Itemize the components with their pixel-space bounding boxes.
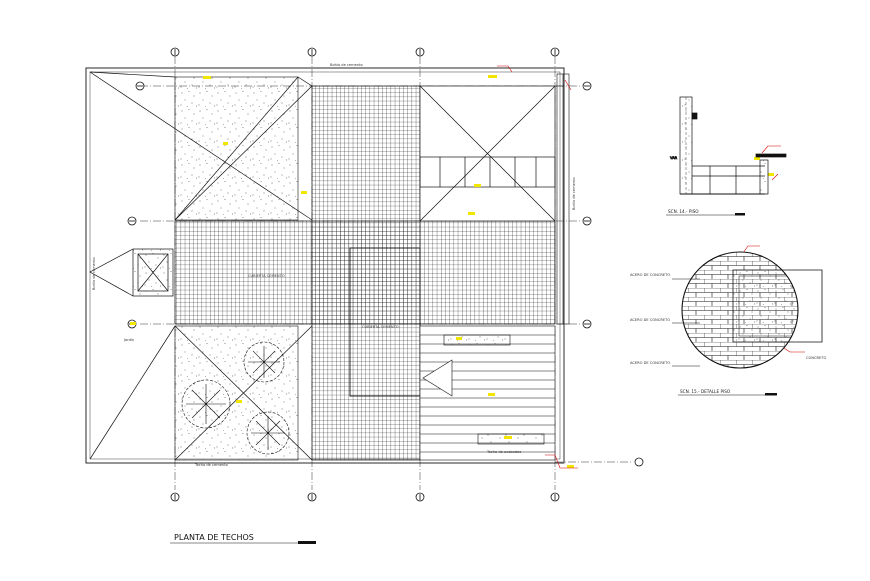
panel-bottom-left [174,325,299,461]
section-a-title-block: SCN. 14.- PISO [666,209,745,216]
hip-panel-top-right [419,85,556,222]
edge-label-left: Bohío de cemento [92,257,96,290]
left-skylight [89,248,174,297]
axis-bubbles [127,47,644,502]
detail-label-2: ACERO DE CONCRETO [630,318,670,322]
section-detail: VAR [670,96,787,195]
plan-title: PLANTA DE TECHOS [174,533,254,542]
tree-icon [246,411,290,455]
tree-icon [181,379,231,429]
section-b-title-block: SCN. 15.- DETALLE PISO [678,389,777,396]
tag-marker [130,322,136,325]
deck-label: Techo de acabados [486,450,521,454]
tile-center-inner [349,247,421,397]
edge-label-top: Bohío de cemento [330,63,363,67]
tree-icon [243,341,285,383]
planked-deck [419,325,556,461]
detail-label-3: ACERO DE CONCRETO [630,361,670,365]
tag-marker [488,75,497,78]
planter-top [443,334,511,346]
tag-marker [203,76,211,79]
detail-label-concrete: CONCRETO [806,356,826,360]
tag-marker [456,337,462,340]
center-label-b: CUBIERTA CEMENTO [362,325,399,329]
tag-marker [754,157,760,160]
plan-title-block: PLANTA DE TECHOS [170,533,316,544]
garden-label: Jardín [123,338,134,342]
section-footing [759,159,769,195]
hip-lines [89,71,313,461]
circular-detail: ACERO DE CONCRETO ACERO DE CONCRETO ACER… [630,251,826,369]
tag-marker [301,191,307,194]
right-strip [556,73,570,325]
tag-marker [504,436,512,439]
plan-labels: Bohío de cemento Bohío de cemento Bohío … [92,63,576,467]
tag-marker [567,465,574,468]
tile-horizontal-band [174,220,556,325]
tag-marker [768,173,774,176]
axis-bubble [634,457,644,467]
tree-symbols [181,341,290,455]
tag-marker [223,142,228,145]
edge-label-right: Bohío de cemento [572,177,576,210]
section-b-title: SCN. 15.- DETALLE PISO [680,389,731,394]
tag-marker [236,400,242,403]
tag-marker [488,393,495,396]
tiled-roof [174,85,556,461]
section-height-label: VAR [670,156,678,160]
center-label: CUBIERTA CEMENTO [248,274,285,278]
section-a-title: SCN. 14.- PISO [668,209,699,214]
tag-marker [474,184,481,187]
tag-marker [468,212,475,215]
detail-label-1: ACERO DE CONCRETO [630,273,670,277]
edge-label-bottom: Techo de cemento [194,463,228,467]
